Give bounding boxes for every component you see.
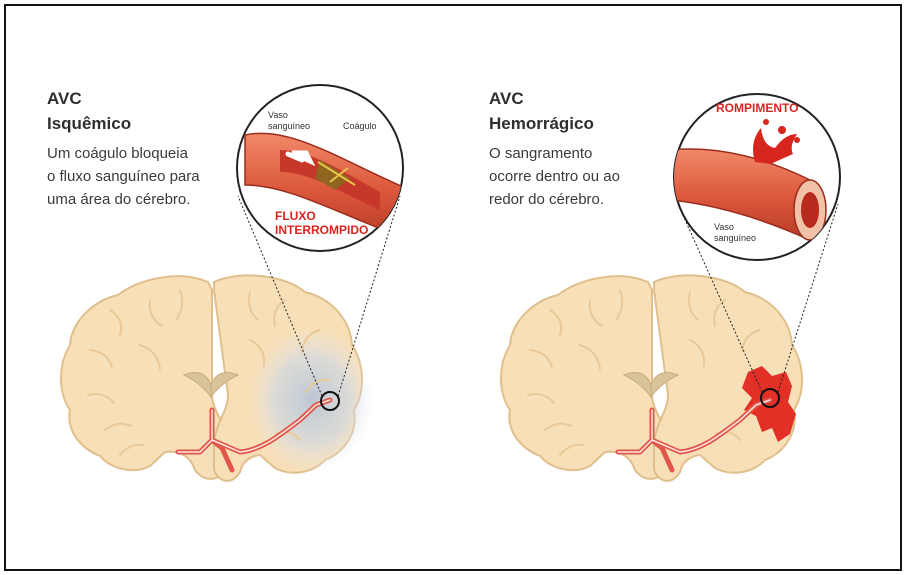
hemorrhagic-vessel-label-line1: Vaso bbox=[714, 222, 734, 232]
flow-label-line2: INTERROMPIDO bbox=[275, 223, 368, 237]
hemorrhagic-inset: ROMPIMENTO Vaso sanguíneo bbox=[670, 94, 840, 260]
ischemic-brain bbox=[61, 275, 374, 480]
flow-label-line1: FLUXO bbox=[275, 209, 316, 223]
ischemic-vessel-label-line2: sanguíneo bbox=[268, 121, 310, 131]
ischemic-vessel-label-line1: Vaso bbox=[268, 110, 288, 120]
ischemic-area-shade bbox=[250, 328, 374, 472]
hemorrhagic-brain bbox=[501, 275, 802, 480]
ischemic-inset: Vaso sanguíneo Coágulo FLUXO INTERROMPID… bbox=[237, 85, 420, 251]
hemorrhagic-vessel-label-line2: sanguíneo bbox=[714, 233, 756, 243]
clot-label: Coágulo bbox=[343, 121, 377, 131]
rupture-label: ROMPIMENTO bbox=[716, 101, 798, 115]
